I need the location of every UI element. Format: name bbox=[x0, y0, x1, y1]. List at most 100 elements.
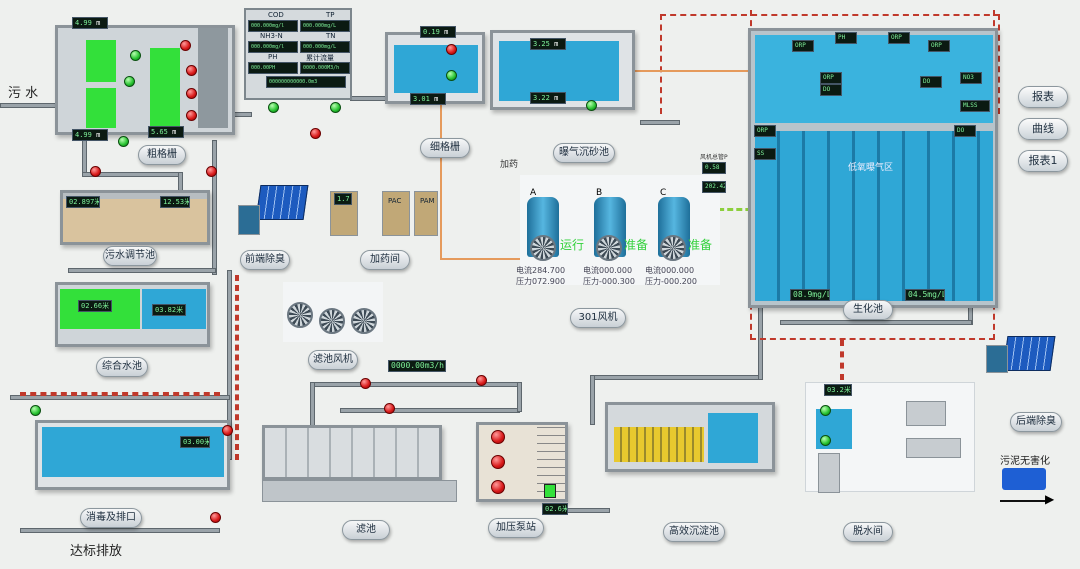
flow-valve-1[interactable] bbox=[360, 378, 371, 389]
filter-tank bbox=[262, 425, 442, 480]
blower-c-current: 电流000.000 bbox=[645, 266, 695, 275]
sludge-line-4 bbox=[235, 275, 239, 460]
chem-pac: PAC bbox=[388, 197, 402, 205]
bio-tag-2: PH bbox=[835, 32, 857, 44]
pipe-coarse-down bbox=[82, 135, 87, 175]
post-deodor-unit bbox=[986, 345, 1008, 373]
flow-meter-value: 0000.00m3/h bbox=[388, 360, 446, 372]
blower-c-id: C bbox=[660, 188, 667, 198]
coarse-pump-1[interactable] bbox=[130, 50, 141, 61]
flow-value: 0000.000M3/h bbox=[300, 62, 350, 74]
coarse-valve-6[interactable] bbox=[206, 166, 217, 177]
coarse-valve-5[interactable] bbox=[90, 166, 101, 177]
bio-tag-4: ORP bbox=[928, 40, 950, 52]
filter-label[interactable]: 滤池 bbox=[342, 520, 390, 540]
pre-deodor-label[interactable]: 前端除臭 bbox=[240, 250, 290, 270]
bio-tag-8: NO3 bbox=[960, 72, 982, 84]
monitor-pump-2[interactable] bbox=[330, 102, 341, 113]
backwash-fan-label[interactable]: 滤池风机 bbox=[308, 350, 358, 370]
bio-tag-1: ORP bbox=[792, 40, 814, 52]
pump-2[interactable] bbox=[491, 455, 505, 469]
combined-left-value: 02.66米 bbox=[78, 300, 112, 312]
pre-deodor-unit bbox=[238, 205, 260, 235]
bio-tag-12: SS bbox=[754, 148, 776, 160]
grit-level-top: 3.25 m bbox=[530, 38, 566, 50]
blower-c-pressure: 压力-000.200 bbox=[645, 277, 697, 286]
post-deodor-label[interactable]: 后端除臭 bbox=[1010, 412, 1062, 432]
bio-tag-5: ORP bbox=[820, 72, 842, 84]
monitor-pump-1[interactable] bbox=[268, 102, 279, 113]
tp-header: TP bbox=[326, 11, 335, 19]
monitor-valve[interactable] bbox=[310, 128, 321, 139]
coarse-pump-3[interactable] bbox=[118, 136, 129, 147]
pump-1[interactable] bbox=[491, 430, 505, 444]
tn-header: TN bbox=[326, 32, 336, 40]
dewatering-pump-2[interactable] bbox=[820, 435, 831, 446]
fine-level-bottom: 3.01 m bbox=[410, 93, 446, 105]
flow-header: 累计流量 bbox=[306, 54, 334, 62]
ph-value: 000.00PH bbox=[248, 62, 298, 74]
pipe-top-right bbox=[640, 120, 680, 125]
dosing-room: 1.7 PAC PAM bbox=[330, 183, 440, 243]
coarse-screen-label[interactable]: 粗格栅 bbox=[138, 145, 186, 165]
blower-b-current: 电流000.000 bbox=[583, 266, 633, 275]
backwash-fan-1-icon bbox=[287, 302, 313, 328]
filter-base bbox=[262, 480, 457, 502]
chem-pam: PAM bbox=[420, 197, 435, 205]
blower-a-pressure: 压力072.900 bbox=[516, 277, 566, 286]
equalization-label[interactable]: 污水调节池 bbox=[103, 246, 157, 266]
combined-pool-label[interactable]: 综合水池 bbox=[96, 357, 148, 377]
inlet-label: 污 水 bbox=[8, 86, 39, 101]
coarse-valve-1[interactable] bbox=[180, 40, 191, 51]
outlet-valve[interactable] bbox=[210, 512, 221, 523]
dosing-label[interactable]: 加药间 bbox=[360, 250, 410, 270]
coarse-valve-4[interactable] bbox=[186, 110, 197, 121]
bio-tank-label[interactable]: 生化池 bbox=[843, 300, 893, 320]
blower-b-id: B bbox=[596, 188, 603, 198]
pump-level-bar bbox=[544, 484, 556, 498]
solar-panel-post bbox=[1002, 336, 1056, 371]
disinfection-pump[interactable] bbox=[30, 405, 41, 416]
bio-tag-10: ORP bbox=[754, 125, 776, 137]
blower-b-fan-icon bbox=[596, 235, 622, 261]
disinfection-valve[interactable] bbox=[222, 425, 233, 436]
fine-pump[interactable] bbox=[446, 70, 457, 81]
report1-button[interactable]: 报表1 bbox=[1018, 150, 1068, 172]
backwash-fan-panel bbox=[283, 282, 383, 342]
bio-tag-9: MLSS bbox=[960, 100, 990, 112]
coarse-valve-3[interactable] bbox=[186, 88, 197, 99]
bio-do-left: 08.9mg/L bbox=[790, 289, 830, 301]
pipe-flow bbox=[310, 382, 520, 387]
disinfection-label[interactable]: 消毒及排口 bbox=[80, 508, 142, 528]
report-button[interactable]: 报表 bbox=[1018, 86, 1068, 108]
disinfection-value: 03.00米 bbox=[180, 436, 210, 448]
blower-a-id: A bbox=[530, 188, 537, 198]
blower-room-label[interactable]: 301风机 bbox=[570, 308, 626, 328]
blower-c-fan-icon bbox=[660, 235, 686, 261]
fine-level-top: 0.19 m bbox=[420, 26, 456, 38]
trend-button[interactable]: 曲线 bbox=[1018, 118, 1068, 140]
pump-3[interactable] bbox=[491, 480, 505, 494]
settling-label[interactable]: 高效沉淀池 bbox=[663, 522, 725, 542]
fine-valve[interactable] bbox=[446, 44, 457, 55]
coarse-valve-2[interactable] bbox=[186, 65, 197, 76]
dewatering-pump-1[interactable] bbox=[820, 405, 831, 416]
bio-tag-3: ORP bbox=[888, 32, 910, 44]
flow-valve-3[interactable] bbox=[384, 403, 395, 414]
tp-value: 000.000mg/L bbox=[300, 20, 350, 32]
pipe-left-main bbox=[212, 140, 217, 275]
flow-valve-2[interactable] bbox=[476, 375, 487, 386]
coarse-pump-2[interactable] bbox=[124, 76, 135, 87]
grit-pump[interactable] bbox=[586, 100, 597, 111]
dewatering-label[interactable]: 脱水间 bbox=[843, 522, 893, 542]
coarse-level-right: 5.65 m bbox=[148, 126, 184, 138]
blower-a-fan-icon bbox=[530, 235, 556, 261]
cod-value: 000.000mg/l bbox=[248, 20, 298, 32]
bio-do-right: 04.5mg/L bbox=[905, 289, 945, 301]
dewatering-room bbox=[805, 382, 975, 493]
dosing-line-top bbox=[510, 70, 760, 72]
grit-chamber-label[interactable]: 曝气沉砂池 bbox=[553, 143, 615, 163]
disinfection-tank bbox=[35, 420, 230, 490]
fine-screen-label[interactable]: 细格栅 bbox=[420, 138, 470, 158]
pump-station-label[interactable]: 加压泵站 bbox=[488, 518, 544, 538]
